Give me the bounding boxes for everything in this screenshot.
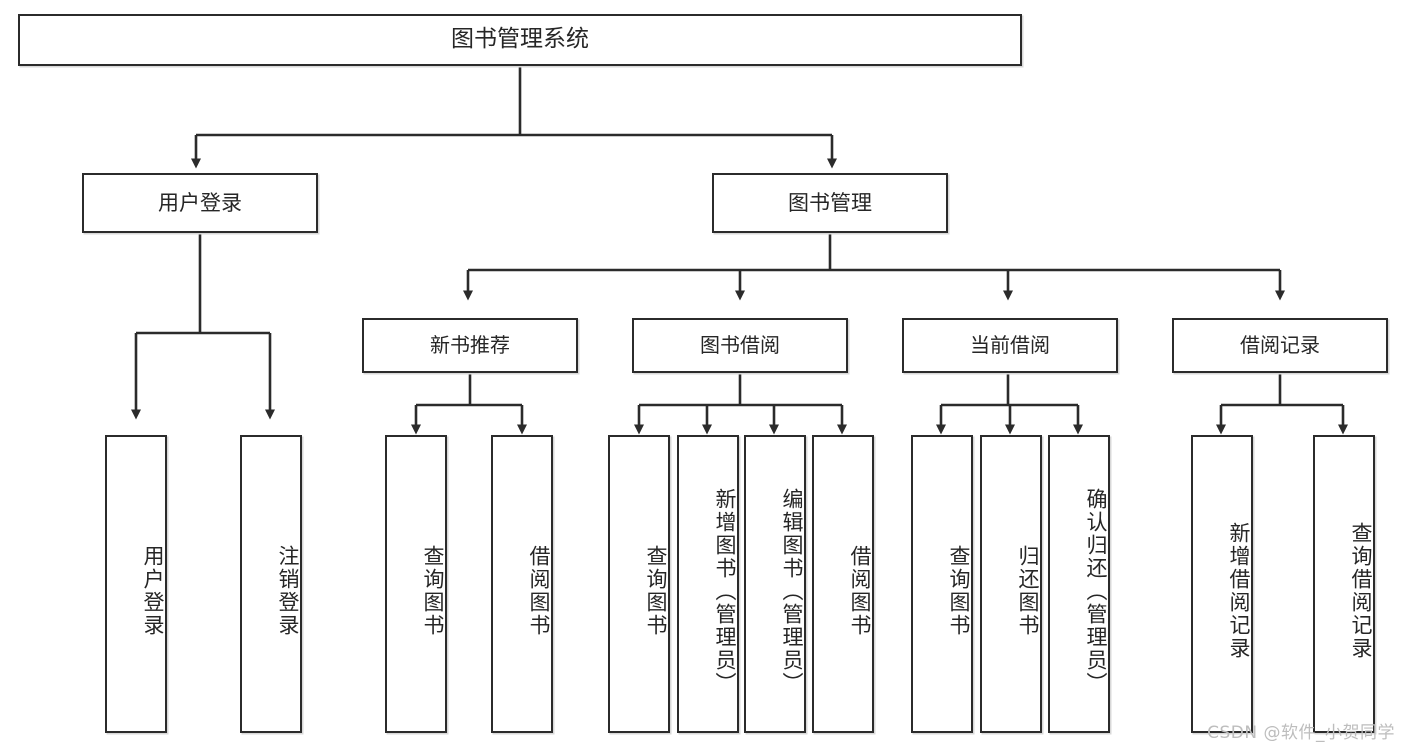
node-borrow-record-label: 借阅记录	[1240, 332, 1320, 357]
node-user-login[interactable]: 用户登录	[82, 173, 318, 233]
leaf-user-login-label: 用户登录	[141, 545, 165, 637]
node-root[interactable]: 图书管理系统	[18, 14, 1022, 66]
node-current-borrow[interactable]: 当前借阅	[902, 318, 1118, 373]
leaf-borrow-query-book[interactable]: 查询图书	[608, 435, 670, 733]
leaf-borrow-borrow-book-label: 借阅图书	[848, 545, 872, 637]
leaf-current-return-book-label: 归还图书	[1016, 545, 1040, 637]
leaf-current-return-book[interactable]: 归还图书	[980, 435, 1042, 733]
leaf-newbook-query-book-label: 查询图书	[421, 545, 445, 637]
node-user-login-label: 用户登录	[158, 190, 242, 215]
watermark: CSDN @软件_小贺同学	[1207, 723, 1395, 743]
node-book-admin-label: 图书管理	[788, 190, 872, 215]
node-new-book-label: 新书推荐	[430, 332, 510, 357]
leaf-borrow-edit-book-label: 编辑图书（管理员）	[780, 487, 804, 695]
leaf-current-query-book-label: 查询图书	[947, 545, 971, 637]
node-borrow-record[interactable]: 借阅记录	[1172, 318, 1388, 373]
leaf-borrow-edit-book[interactable]: 编辑图书（管理员）	[744, 435, 806, 733]
node-book-borrow-label: 图书借阅	[700, 332, 780, 357]
node-current-borrow-label: 当前借阅	[970, 332, 1050, 357]
leaf-borrow-add-book-label: 新增图书（管理员）	[713, 487, 737, 695]
leaf-record-add-record[interactable]: 新增借阅记录	[1191, 435, 1253, 733]
node-root-label: 图书管理系统	[451, 26, 589, 53]
node-new-book[interactable]: 新书推荐	[362, 318, 578, 373]
leaf-newbook-borrow-book-label: 借阅图书	[527, 545, 551, 637]
leaf-current-confirm-return[interactable]: 确认归还（管理员）	[1048, 435, 1110, 733]
leaf-current-confirm-return-label: 确认归还（管理员）	[1084, 487, 1108, 695]
node-book-admin[interactable]: 图书管理	[712, 173, 948, 233]
leaf-borrow-borrow-book[interactable]: 借阅图书	[812, 435, 874, 733]
leaf-record-add-record-label: 新增借阅记录	[1227, 522, 1251, 660]
leaf-newbook-query-book[interactable]: 查询图书	[385, 435, 447, 733]
node-book-borrow[interactable]: 图书借阅	[632, 318, 848, 373]
leaf-borrow-query-book-label: 查询图书	[644, 545, 668, 637]
leaf-user-logout[interactable]: 注销登录	[240, 435, 302, 733]
leaf-record-query-record[interactable]: 查询借阅记录	[1313, 435, 1375, 733]
leaf-user-login[interactable]: 用户登录	[105, 435, 167, 733]
leaf-newbook-borrow-book[interactable]: 借阅图书	[491, 435, 553, 733]
leaf-record-query-record-label: 查询借阅记录	[1349, 522, 1373, 660]
leaf-user-logout-label: 注销登录	[276, 545, 300, 637]
leaf-borrow-add-book[interactable]: 新增图书（管理员）	[677, 435, 739, 733]
leaf-current-query-book[interactable]: 查询图书	[911, 435, 973, 733]
